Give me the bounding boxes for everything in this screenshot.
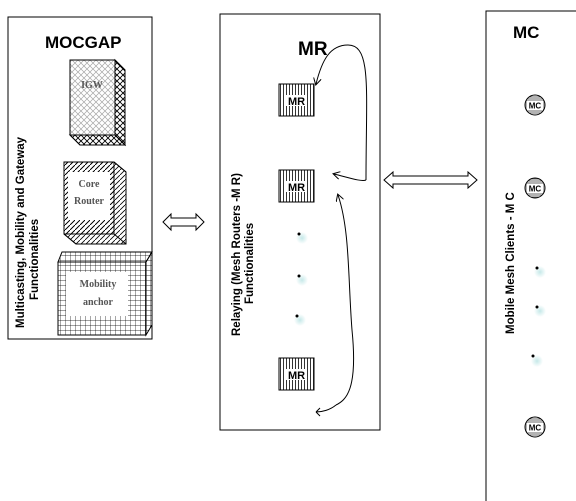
mobility-anchor-label-2: anchor	[83, 297, 114, 308]
mesh-client-1-label: MC	[529, 102, 542, 111]
mesh-client-3-label: MC	[529, 424, 542, 433]
mesh-router-2: MR	[278, 169, 315, 203]
mocgap-vertical-label-1: Multicasting, Mobility and Gateway	[15, 136, 27, 328]
mesh-client-1: MC	[524, 94, 546, 116]
mr-panel: MR Relaying (Mesh Routers -M R) Function…	[219, 13, 381, 431]
mr-link-arrows	[316, 44, 368, 417]
mesh-router-3: MR	[278, 357, 315, 391]
mocgap-title: MOCGAP	[45, 33, 122, 52]
mc-panel-border	[485, 10, 576, 501]
mesh-client-2-label: MC	[529, 185, 542, 194]
core-router-label-2: Router	[74, 196, 105, 207]
mr-vertical-label-2: Functionalities	[244, 223, 256, 304]
mesh-router-2-label: MR	[288, 182, 305, 194]
mr-title: MR	[298, 39, 328, 60]
mesh-client-2: MC	[524, 177, 546, 199]
mc-ellipsis-dots	[531, 266, 546, 367]
mc-vertical-label: Mobile Mesh Clients - M C	[505, 192, 517, 334]
mc-title: MC	[513, 23, 539, 42]
mesh-router-3-label: MR	[288, 370, 305, 382]
mc-panel: MC Mobile Mesh Clients - M C MC MC MC	[485, 10, 576, 501]
double-arrow-icon	[162, 212, 205, 232]
mocgap-vertical-label-2: Functionalities	[29, 219, 41, 300]
mesh-router-1: MR	[278, 83, 315, 117]
mr-ellipsis-dots	[294, 232, 308, 326]
mobility-anchor-box: Mobility anchor	[57, 250, 153, 337]
mr-vertical-label-1: Relaying (Mesh Routers -M R)	[231, 173, 243, 336]
double-arrow-icon	[383, 170, 478, 190]
mesh-router-1-label: MR	[288, 96, 305, 108]
core-router-label-1: Core	[79, 179, 100, 190]
core-router-box: Core Router	[63, 161, 127, 245]
mobility-anchor-label-1: Mobility	[80, 279, 117, 290]
igw-label: IGW	[81, 80, 103, 91]
mocgap-panel: MOCGAP Multicasting, Mobility and Gatewa…	[7, 16, 153, 340]
mesh-client-3: MC	[524, 416, 546, 438]
igw-box: IGW	[68, 58, 127, 147]
